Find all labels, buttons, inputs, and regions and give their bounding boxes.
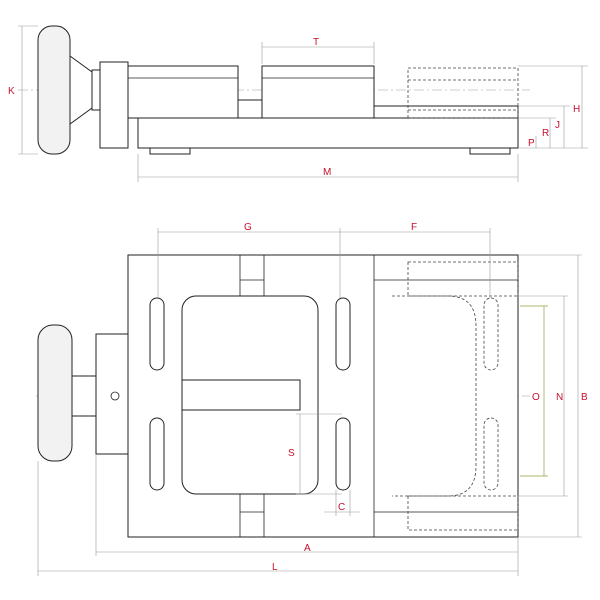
side-jaw-fixed [127, 65, 239, 119]
dim-label-h: H [573, 104, 580, 115]
top-spindle [71, 375, 99, 417]
top-jaw-extension-dashed [392, 295, 477, 497]
dim-label-j: J [555, 120, 560, 131]
side-jaw-moving [261, 65, 375, 119]
dim-label-m: M [323, 167, 331, 178]
side-view: T K H J R P M [8, 25, 588, 182]
side-handwheel-hub [69, 55, 93, 125]
top-spindle-slot [181, 379, 301, 411]
top-slot [335, 417, 351, 491]
top-slot [149, 297, 165, 371]
dim-label-o: O [532, 392, 540, 403]
side-base-plate [137, 117, 519, 149]
dim-label-l: L [272, 562, 278, 573]
dim-label-n: N [556, 392, 563, 403]
top-handwheel [37, 324, 73, 462]
dim-label-f: F [411, 222, 417, 233]
top-view: G F B N O S C A L [36, 222, 588, 576]
side-spindle-collar [91, 69, 101, 111]
dim-label-a: A [304, 543, 311, 554]
side-handwheel [37, 25, 71, 155]
dim-label-p: P [528, 138, 535, 149]
top-slot [335, 297, 351, 371]
side-jaw-extension-dashed [407, 67, 519, 119]
dim-label-g: G [244, 222, 252, 233]
dim-label-c: C [338, 502, 345, 513]
dim-label-s: S [288, 448, 295, 459]
side-fixed-head [99, 61, 129, 149]
top-slot [149, 417, 165, 491]
dim-label-t: T [313, 37, 319, 48]
dim-label-b: B [581, 392, 588, 403]
dim-label-r: R [542, 128, 549, 139]
dim-label-k: K [8, 86, 15, 97]
